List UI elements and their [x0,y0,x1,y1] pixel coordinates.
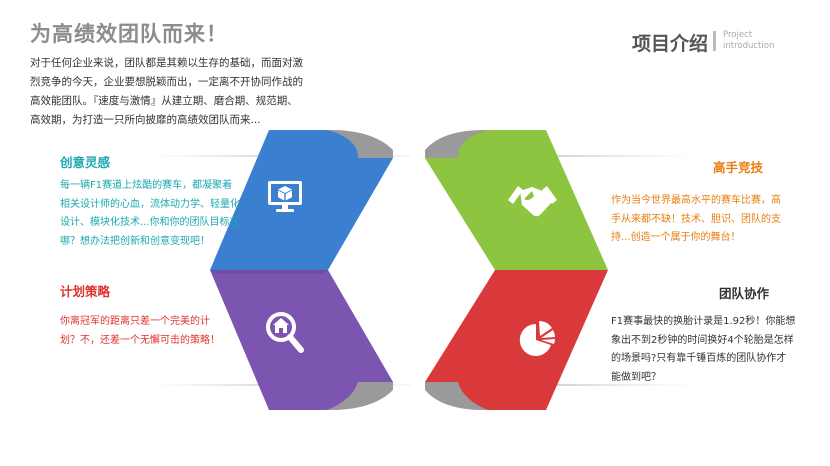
section-title-plan: 计划策略 [60,284,111,299]
main-title: 为高绩效团队而来！ [30,22,228,46]
right-ribbon-red [425,270,608,410]
project-subtitle-line2: introduction [723,41,775,51]
section-title-creative: 创意灵感 [60,155,111,170]
section-text-creative: 每一辆F1赛道上炫酷的赛车，都凝聚着相关设计师的心血，流体动力学、轻量化设计、模… [60,180,240,247]
left-ribbon-purple [210,270,393,410]
right-ribbon [425,129,608,411]
right-ribbon-green [425,130,608,270]
section-title-master: 高手竞技 [713,160,764,175]
section-text-master: 作为当今世界最高水平的赛车比赛，高手从来都不缺！技术、胆识、团队的支持...创造… [611,195,781,243]
title-separator [713,31,716,51]
project-subtitle: Project introduction [723,30,774,52]
project-subtitle-line1: Project [723,30,753,40]
left-ribbon-bottom-curl [327,382,393,411]
left-ribbon [210,129,393,411]
pie-chart-icon [519,321,555,356]
intro-paragraph: 对于任何企业来说，团队都是其赖以生存的基础，而面对激烈竞争的今天，企业要想脱颖而… [30,57,303,126]
handshake-icon [508,186,557,217]
home-search-icon [266,312,304,353]
monitor-cube-icon [268,181,302,212]
project-title: 项目介绍 [632,33,709,55]
section-title-team: 团队协作 [719,286,770,301]
section-text-plan: 你离冠军的距离只差一个完美的计划？不，还差一个无懈可击的策略！ [60,316,220,346]
right-ribbon-bottom-curl [425,382,488,411]
section-text-team: F1赛事最快的换胎计录是1.92秒！你能想象出不到2秒钟的时间换好4个轮胎是怎样… [611,316,796,383]
